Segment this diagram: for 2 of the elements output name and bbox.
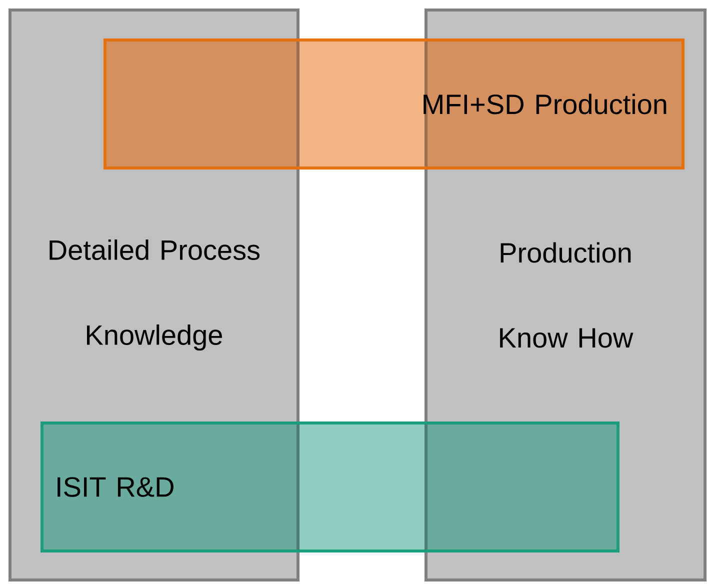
overlay-band: MFI+SD Production: [104, 38, 684, 170]
overlay-band: ISIT R&D: [40, 422, 620, 552]
